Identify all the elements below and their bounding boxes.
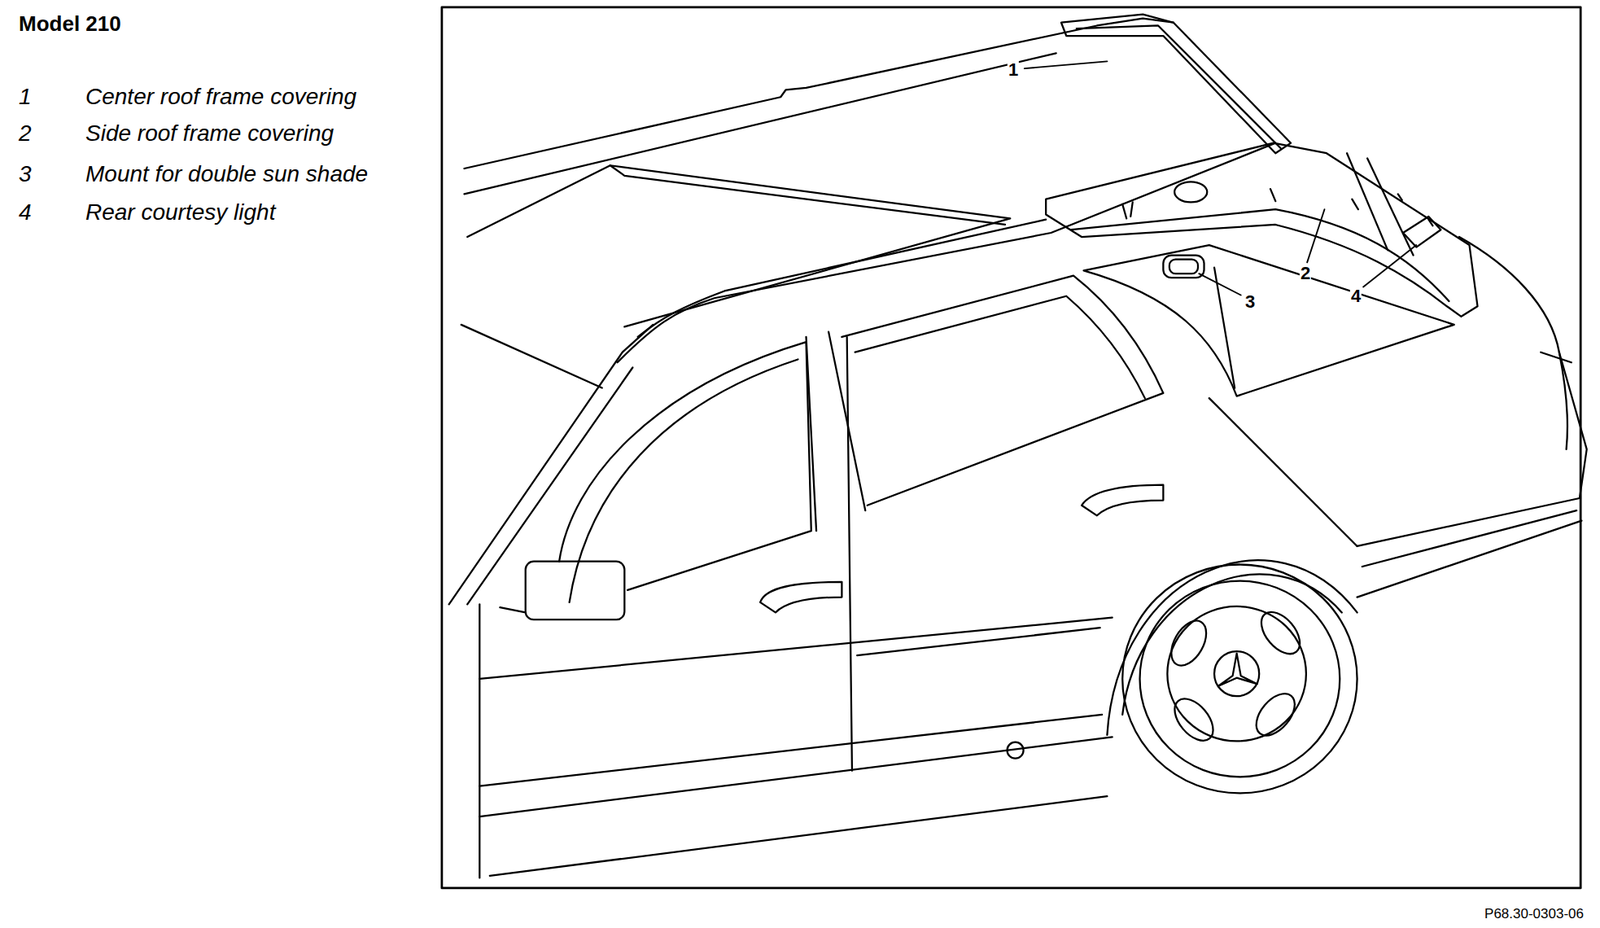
- part-name: Side roof frame covering: [85, 119, 334, 148]
- callout-number: 3: [1244, 292, 1256, 311]
- legend-number: 2: [18, 119, 32, 148]
- part-name: Center roof frame covering: [85, 83, 357, 111]
- figure-code: P68.30-0303-06: [1484, 905, 1584, 923]
- part-name: Rear courtesy light: [85, 198, 276, 227]
- legend-number: 3: [18, 160, 32, 188]
- callout-number: 2: [1299, 264, 1312, 283]
- diagram-title: Model 210: [18, 11, 122, 37]
- part-name: Mount for double sun shade: [85, 160, 368, 188]
- callout-number: 4: [1350, 287, 1362, 306]
- legend-number: 4: [18, 198, 32, 227]
- legend-number: 1: [18, 83, 32, 111]
- callout-number: 1: [1007, 61, 1019, 79]
